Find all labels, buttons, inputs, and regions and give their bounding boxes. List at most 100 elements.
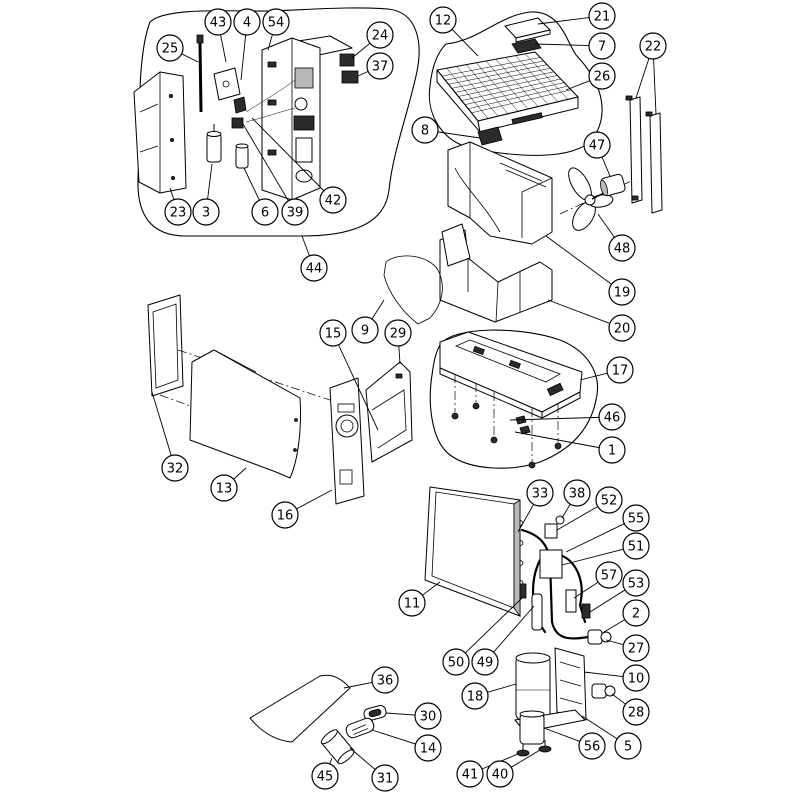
callout-48: 48	[608, 234, 636, 262]
motor-bracket-part	[625, 95, 663, 214]
callout-39: 39	[281, 198, 309, 226]
callout-18: 18	[461, 682, 489, 710]
callout-number: 47	[589, 139, 606, 154]
callout-circle	[614, 732, 642, 760]
callout-number: 19	[614, 286, 631, 301]
grille-slat	[466, 64, 509, 114]
leader-line-28	[611, 693, 626, 705]
assembly-line-lower	[159, 394, 197, 409]
callout-circle	[371, 764, 399, 792]
drain-tube-part	[320, 729, 355, 765]
callout-circle	[595, 486, 623, 514]
grille-slat	[485, 60, 529, 110]
grille-slat	[495, 59, 539, 107]
callout-circle	[429, 6, 457, 34]
callout-number: 37	[372, 60, 389, 75]
base-plate-part	[439, 331, 583, 419]
top-cover-group	[428, 11, 603, 156]
callout-7: 7	[588, 32, 616, 60]
electrical-box-part	[245, 35, 353, 201]
callout-number: 49	[477, 656, 494, 671]
callout-number: 51	[628, 540, 645, 555]
callout-8: 8	[411, 116, 439, 144]
callout-circle	[622, 504, 650, 532]
leader-line-46	[509, 416, 600, 421]
callout-55: 55	[622, 504, 650, 532]
leader-line-23	[169, 187, 175, 200]
callout-circle	[192, 198, 220, 226]
leader-line-8	[437, 131, 481, 139]
callout-29: 29	[384, 319, 412, 347]
callout-number: 42	[325, 194, 342, 209]
callout-number: 5	[624, 740, 632, 755]
leader-line-43	[220, 34, 227, 63]
callout-44: 44	[300, 254, 328, 282]
callout-4: 4	[233, 8, 261, 36]
callout-circle	[471, 648, 499, 676]
callout-circle	[442, 648, 470, 676]
leader-line-55	[565, 523, 625, 553]
lower-housing-part	[439, 223, 553, 323]
callout-19: 19	[608, 278, 636, 306]
callout-number: 16	[277, 509, 294, 524]
callout-number: 43	[210, 16, 227, 31]
service-valve-part	[587, 629, 612, 645]
fan-motor-part	[591, 173, 626, 200]
leader-line-44	[301, 235, 310, 256]
grille-slat	[446, 68, 489, 119]
grille-slat	[456, 66, 499, 117]
callout-number: 57	[601, 569, 618, 584]
callout-number: 38	[569, 487, 586, 502]
callout-number: 2	[632, 607, 640, 622]
leader-line-25	[181, 53, 199, 63]
leader-line-49	[493, 605, 535, 653]
callout-56: 56	[578, 732, 606, 760]
callout-number: 32	[167, 462, 184, 477]
callout-number: 15	[325, 327, 342, 342]
fan-axis-line	[559, 175, 643, 215]
callout-47: 47	[583, 131, 611, 159]
callout-41: 41	[456, 760, 484, 788]
leader-line-15	[338, 344, 379, 431]
base-group	[429, 329, 598, 469]
callout-16: 16	[271, 501, 299, 529]
callout-number: 8	[421, 124, 429, 139]
leader-line-36	[343, 682, 373, 689]
grille-slat	[505, 57, 549, 105]
callout-circle	[622, 532, 650, 560]
leader-line-32	[151, 391, 172, 456]
callout-number: 40	[492, 768, 509, 783]
valve-plate-part	[554, 647, 587, 721]
callout-number: 41	[462, 768, 479, 783]
callout-number: 13	[216, 482, 233, 497]
leader-lines	[151, 17, 657, 770]
callout-circle	[156, 34, 184, 62]
partition-panel-part	[329, 377, 365, 505]
callout-circle	[588, 62, 616, 90]
leader-line-57	[573, 581, 599, 599]
callout-circle	[608, 234, 636, 262]
callout-13: 13	[210, 474, 238, 502]
callout-circle	[251, 198, 279, 226]
callout-49: 49	[471, 648, 499, 676]
leader-line-21	[537, 17, 590, 25]
callout-number: 11	[404, 597, 421, 612]
base-screws-part	[451, 374, 562, 469]
callout-circle	[486, 760, 514, 788]
callout-21: 21	[588, 2, 616, 30]
coil-part	[339, 53, 355, 67]
assembly-line	[177, 349, 337, 403]
leader-line-20	[547, 299, 611, 324]
callout-number: 31	[377, 772, 394, 787]
leader-line-52	[556, 506, 598, 531]
callout-circle	[271, 501, 299, 529]
callout-number: 29	[390, 327, 407, 342]
callout-circle	[414, 734, 442, 762]
callout-circle	[608, 314, 636, 342]
callout-33: 33	[526, 479, 554, 507]
front-panel-part	[189, 349, 301, 479]
callout-circle	[598, 436, 626, 464]
callout-circle	[461, 682, 489, 710]
callout-57: 57	[595, 561, 623, 589]
callout-6: 6	[251, 198, 279, 226]
